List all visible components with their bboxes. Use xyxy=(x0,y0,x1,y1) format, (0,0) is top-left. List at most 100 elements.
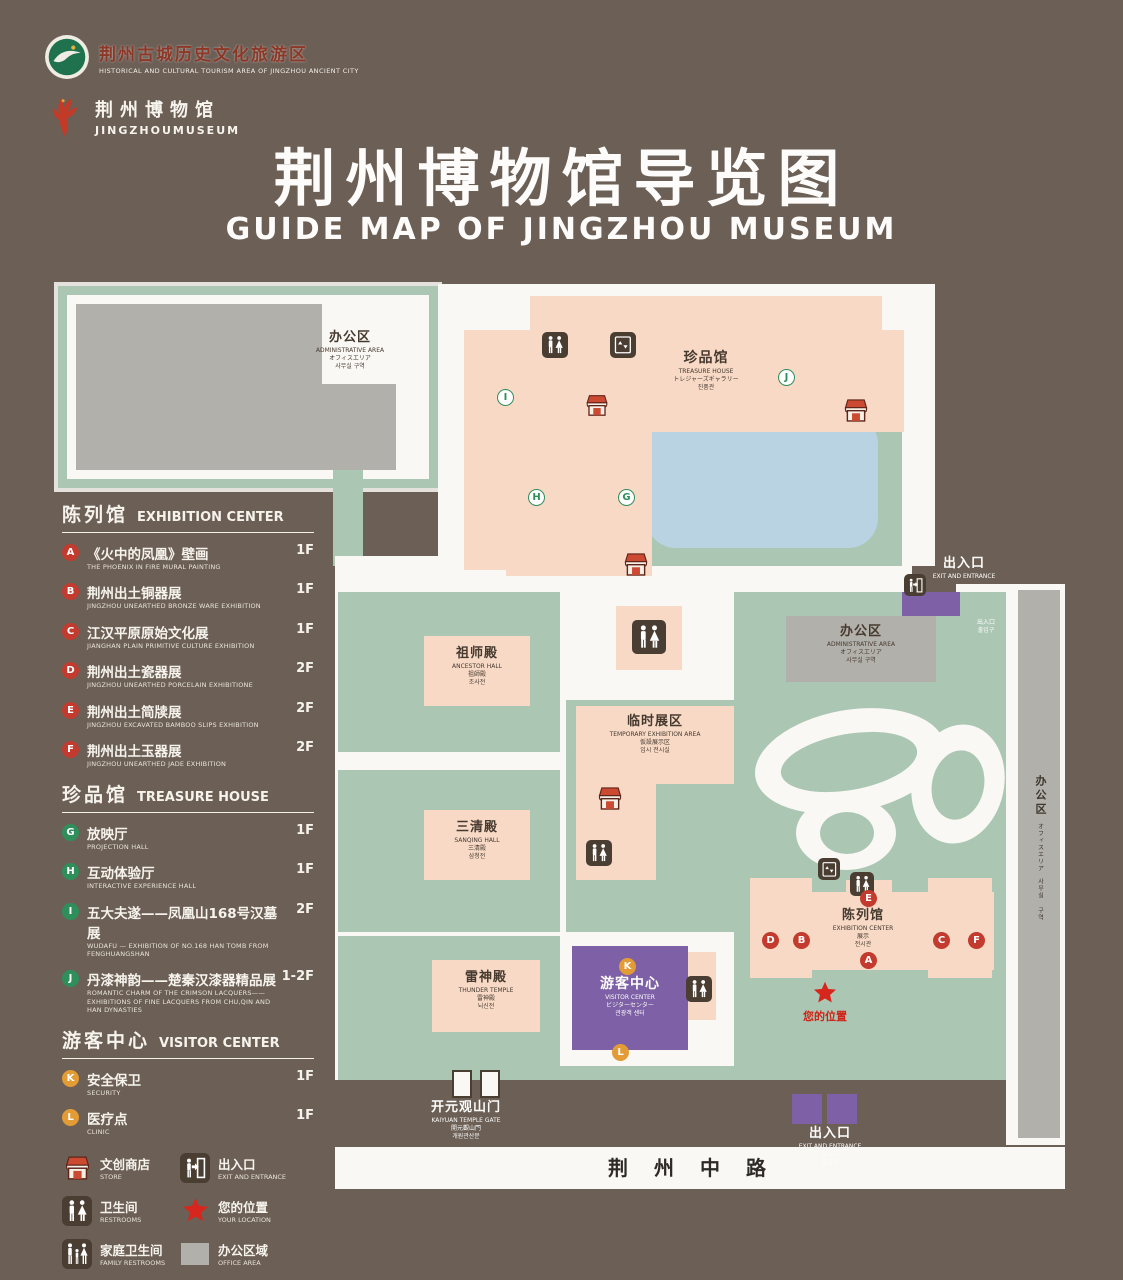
legend-key-b: B xyxy=(62,583,79,601)
treasure-house-label: 珍品馆 TREASURE HOUSE トレジャーズギャラリー 진품관 xyxy=(673,350,739,391)
tourism-logo: 荆州古城历史文化旅游区 HISTORICAL AND CULTURAL TOUR… xyxy=(44,34,359,80)
legend-item-c: C 江汉平原原始文化展 JIANGHAN PLAIN PRIMITIVE CUL… xyxy=(62,622,314,650)
legend-section-title-en: EXHIBITION CENTER xyxy=(137,510,284,525)
legend-section-title-en: TREASURE HOUSE xyxy=(137,789,269,805)
gate-pillar xyxy=(480,1070,500,1098)
legend-item-l: L 医疗点 CLINIC 1F xyxy=(62,1108,314,1136)
legend-item-text: 五大夫遂——凤凰山168号汉墓展 WUDAFU — EXHIBITION OF … xyxy=(87,905,278,958)
legend-key-j: J xyxy=(62,970,79,988)
map-marker-f: F xyxy=(968,932,985,949)
legend-item-text: 放映厅 PROJECTION HALL xyxy=(87,826,149,851)
tourism-logo-subtitle: HISTORICAL AND CULTURAL TOURISM AREA OF … xyxy=(99,66,359,75)
museum-logo: 荆州博物馆 JINGZHOUMUSEUM xyxy=(44,92,240,140)
museum-logo-subtitle: JINGZHOUMUSEUM xyxy=(95,123,241,137)
office-area-swatch xyxy=(180,1239,210,1269)
store-icon xyxy=(62,1153,92,1183)
legend-floor: 1F xyxy=(296,822,314,838)
legend-key-l: L xyxy=(62,1109,79,1127)
legend-item-text: 荆州出土铜器展 JINGZHOU UNEARTHED BRONZE WARE E… xyxy=(87,586,261,611)
map-marker-j: J xyxy=(778,369,795,386)
thunder-temple-label: 雷神殿 THUNDER TEMPLE 雷神殿 뇌신전 xyxy=(458,970,514,1010)
store-icon xyxy=(596,784,624,812)
exit-top-label: 出入口 EXIT AND ENTRANCE xyxy=(932,556,996,580)
legend-floor: 2F xyxy=(296,740,314,756)
thunder-temple-building xyxy=(432,960,540,1032)
exit-bottom-block xyxy=(792,1094,822,1124)
legend-item-text: 荆州出土玉器展 JINGZHOU UNEARTHED JADE EXHIBITI… xyxy=(87,744,227,769)
gate-pillar xyxy=(452,1070,472,1098)
elevator-icon xyxy=(610,332,636,358)
admin-right-label: 办公区 オフィスエリア 사무실 구역 xyxy=(1034,775,1047,921)
legend-floor: 2F xyxy=(296,700,314,716)
map-marker-c: C xyxy=(933,932,950,949)
tourism-emblem-icon xyxy=(45,35,89,79)
legend-key-e: E xyxy=(62,701,79,719)
store-icon xyxy=(584,392,610,418)
path-connector xyxy=(333,470,363,566)
legend-floor: 1F xyxy=(296,862,314,878)
legend-item-text: 丹漆神韵——楚秦汉漆器精品展 ROMANTIC CHARM OF THE CRI… xyxy=(87,973,276,1015)
admin-annex-label: 办公区 ADMINISTRATIVE AREA オフィスエリア 사무실 구역 xyxy=(315,330,385,370)
legend-item-i: I 五大夫遂——凤凰山168号汉墓展 WUDAFU — EXHIBITION O… xyxy=(62,902,314,959)
visitor-center-label: 游客中心 VISITOR CENTER ビジターセンター 관광객 센터 xyxy=(600,976,660,1017)
legend-item-j: J 丹漆神韵——楚秦汉漆器精品展 ROMANTIC CHARM OF THE C… xyxy=(62,969,314,1014)
legend-key-g: G xyxy=(62,823,79,841)
store-icon xyxy=(842,396,870,424)
your-location-label: 您的位置 xyxy=(803,1010,847,1023)
map-marker-b: B xyxy=(793,932,810,949)
exit-icon xyxy=(180,1152,210,1183)
restroom-icon xyxy=(62,1195,92,1226)
legend-item-a: A 《火中的凤凰》壁画 THE PHOENIX IN FIRE MURAL PA… xyxy=(62,543,314,571)
tourism-logo-text: 荆州古城历史文化旅游区 HISTORICAL AND CULTURAL TOUR… xyxy=(99,40,359,75)
legend-floor: 1F xyxy=(296,621,314,637)
map-marker-a: A xyxy=(860,952,877,969)
legend-key-f: F xyxy=(62,741,79,759)
museum-logo-text: 荆州博物馆 JINGZHOUMUSEUM xyxy=(95,96,240,137)
map-marker-k: K xyxy=(619,958,636,975)
museum-logo-title: 荆州博物馆 xyxy=(95,99,220,121)
museum-deer-icon xyxy=(52,97,78,137)
sanqing-hall-building xyxy=(424,810,530,880)
legend-item-text: 互动体验厅 INTERACTIVE EXPERIENCE HALL xyxy=(87,866,197,891)
legend-floor: 2F xyxy=(296,901,314,917)
legend-item-e: E 荆州出土简牍展 JINGZHOU EXCAVATED BAMBOO SLIP… xyxy=(62,701,314,729)
legend-key-k: K xyxy=(62,1069,79,1087)
legend-item-text: 安全保卫 SECURITY xyxy=(87,1072,141,1097)
restroom-icon xyxy=(686,976,712,1002)
map-marker-l: L xyxy=(612,1044,629,1061)
legend-item-text: 荆州出土简牍展 JINGZHOU EXCAVATED BAMBOO SLIPS … xyxy=(87,704,259,729)
elevator-icon xyxy=(818,858,840,880)
legend-section-header: 陈列馆 EXHIBITION CENTER xyxy=(62,500,314,533)
legend-floor: 1F xyxy=(296,582,314,598)
legend-item-f: F 荆州出土玉器展 JINGZHOU UNEARTHED JADE EXHIBI… xyxy=(62,740,314,768)
ancestor-hall-building xyxy=(424,636,530,706)
temporary-exhibition-label: 临时展区 TEMPORARY EXHIBITION AREA 仮設展示区 임시 … xyxy=(609,714,701,754)
legend-item-h: H 互动体验厅 INTERACTIVE EXPERIENCE HALL 1F xyxy=(62,862,314,890)
legend-item-text: 荆州出土瓷器展 JINGZHOU UNEARTHED PORCELAIN EXH… xyxy=(87,665,253,690)
legend-key-a: A xyxy=(62,544,79,561)
legend-item-text: 江汉平原原始文化展 JIANGHAN PLAIN PRIMITIVE CULTU… xyxy=(87,625,255,650)
legend-section-title: 陈列馆 xyxy=(62,504,129,526)
restroom-icon xyxy=(542,332,568,358)
legend-floor: 1-2F xyxy=(281,969,314,985)
garden-lawn-inner xyxy=(820,812,874,854)
page-subtitle: GUIDE MAP OF JINGZHOU MUSEUM xyxy=(225,212,898,247)
pond xyxy=(646,414,878,548)
family-restroom-icon xyxy=(62,1238,92,1269)
legend-item-g: G 放映厅 PROJECTION HALL 1F xyxy=(62,823,314,851)
legend-key-h: H xyxy=(62,863,79,881)
legend-item-k: K 安全保卫 SECURITY 1F xyxy=(62,1069,314,1097)
legend-section-visitor: 游客中心 VISITOR CENTER K 安全保卫 SECURITY 1F L… xyxy=(62,1026,314,1137)
legend-panel: 陈列馆 EXHIBITION CENTER A 《火中的凤凰》壁画 THE PH… xyxy=(62,500,314,1280)
location-star-icon xyxy=(180,1196,210,1226)
tourism-logo-title: 荆州古城历史文化旅游区 xyxy=(99,44,308,65)
exit-bottom-block xyxy=(827,1094,857,1124)
legend-section-header: 珍品馆 TREASURE HOUSE xyxy=(62,780,314,813)
legend-section-title: 珍品馆 xyxy=(62,783,129,806)
exit-icon xyxy=(904,574,926,596)
